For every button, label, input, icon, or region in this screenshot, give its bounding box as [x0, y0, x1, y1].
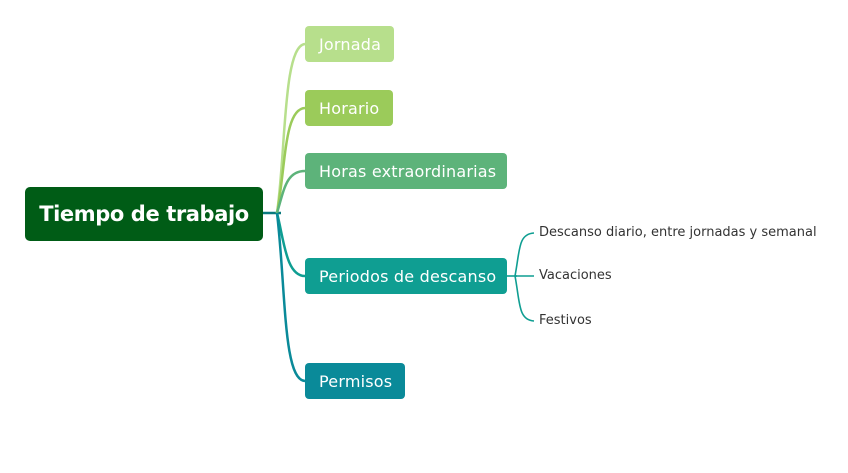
- leaf-label-descanso-diario: Descanso diario, entre jornadas y semana…: [539, 225, 817, 240]
- branch-label-horario: Horario: [319, 98, 380, 118]
- connector-festivos: [514, 275, 535, 322]
- leaf-label-festivos: Festivos: [539, 313, 592, 328]
- leaf-node-vacaciones[interactable]: Vacaciones: [539, 268, 612, 284]
- branch-label-permisos: Permisos: [319, 371, 393, 391]
- connector-permisos: [275, 212, 306, 383]
- root-node-tiempo-de-trabajo[interactable]: Tiempo de trabajo: [25, 187, 263, 241]
- leaf-node-descanso-diario[interactable]: Descanso diario, entre jornadas y semana…: [539, 225, 817, 241]
- branch-node-permisos[interactable]: Permisos: [305, 363, 405, 399]
- branch-node-horario[interactable]: Horario: [305, 90, 393, 126]
- connector-descanso: [514, 232, 535, 277]
- branch-label-horas-extraordinarias: Horas extraordinarias: [319, 161, 497, 181]
- branch-node-periodos-de-descanso[interactable]: Periodos de descanso: [305, 258, 507, 294]
- leaf-label-vacaciones: Vacaciones: [539, 268, 612, 283]
- root-node-label: Tiempo de trabajo: [39, 202, 249, 226]
- branch-label-jornada: Jornada: [319, 34, 382, 54]
- connector-horario: [275, 106, 306, 214]
- connector-horas: [275, 169, 306, 214]
- branch-label-periodos-de-descanso: Periodos de descanso: [319, 266, 497, 286]
- leaf-node-festivos[interactable]: Festivos: [539, 313, 592, 329]
- branch-node-horas-extraordinarias[interactable]: Horas extraordinarias: [305, 153, 507, 189]
- branch-node-jornada[interactable]: Jornada: [305, 26, 394, 62]
